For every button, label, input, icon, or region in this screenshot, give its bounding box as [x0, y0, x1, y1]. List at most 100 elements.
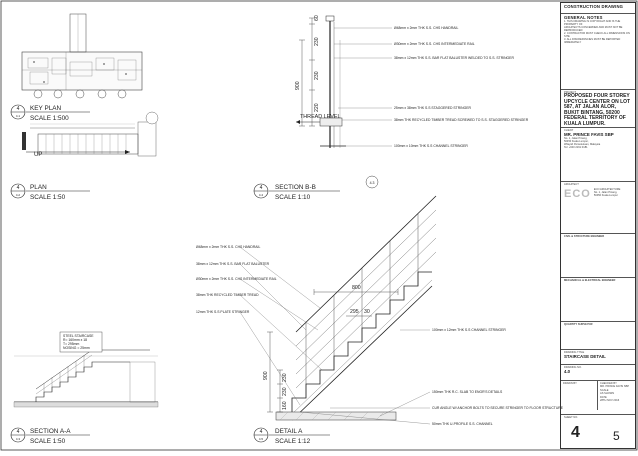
date-label: DATE — [600, 396, 607, 399]
tb-civil: CIVIL & STRUCTURE ENGINEER — [561, 233, 635, 239]
drawing-title-label: DRAWING TITLE — [564, 351, 585, 354]
tb-qs: QUANTITY SURVEYOR — [561, 321, 635, 327]
drawing-no-label: DRAWING NO. — [564, 366, 582, 369]
scale-value: AS SHOWN — [600, 392, 615, 395]
section-bb-num: 4 — [260, 185, 263, 191]
plan-ref: 4.2 — [16, 193, 21, 197]
detail-a-dim: 800 — [352, 285, 361, 291]
sheet-total: 5 — [613, 429, 620, 443]
detail-a-drawing: 4.3 — [239, 175, 437, 425]
client-name: MR. PRINCE FAVIS SBP — [564, 132, 614, 137]
drawing-tag-section-aa — [10, 427, 90, 443]
general-notes-title: GENERAL NOTES — [564, 15, 603, 20]
tb-header-text: CONSTRUCTION DRAWING — [564, 4, 624, 9]
thread-level-label: THREAD LEVEL — [300, 114, 340, 120]
plan-up-label: UP — [34, 152, 42, 158]
drawn-by-label: DRAWN BY — [563, 382, 577, 385]
section-bb-drawing — [296, 15, 392, 148]
detail-a-right-note: CUR ANGLE W/ ANCHOR BOLTS TO SECURE STRI… — [432, 406, 564, 410]
section-aa-title: SECTION A-A — [30, 428, 71, 435]
section-bb-ref: 4.4 — [259, 193, 264, 197]
drawing-tag-plan — [10, 183, 90, 199]
client-detail: 50450 Kuala Lumpur, — [564, 140, 589, 143]
detail-a-right-note: 150mm THK R.C. SLAB TO ENGR'S DETAILS — [432, 390, 503, 394]
section-aa-scale: SCALE 1:50 — [30, 438, 66, 445]
section-aa-num: 4 — [17, 429, 20, 435]
title-block: CONSTRUCTION DRAWING GENERAL NOTES 1. TH… — [560, 2, 636, 449]
bb-dim: 220 — [314, 103, 320, 112]
detail-a-dim: 900 — [263, 371, 269, 380]
plan-num: 4 — [17, 185, 20, 191]
checked-by-label: CHECKED BY — [600, 382, 617, 385]
detail-a-scale: SCALE 1:12 — [275, 438, 311, 445]
plan-drawing — [22, 111, 159, 157]
bb-note: 100mm x 10mm THK S.S CHANNEL STRINGER — [394, 144, 468, 148]
key-plan-num: 4 — [17, 106, 20, 112]
general-note: 1. THIS DRAWING IS COPYRIGHT AND IS THE … — [564, 20, 621, 26]
stair-box-line: T= 295mm — [63, 342, 79, 346]
bb-dim: 60 — [314, 15, 320, 21]
civil-label: CIVIL & STRUCTURE ENGINEER — [564, 235, 605, 238]
section-aa-drawing — [13, 349, 159, 408]
key-plan-ref: 4.1 — [16, 114, 21, 118]
stair-box-line: STEEL STAIRCASE — [63, 334, 94, 338]
general-note: 3. ALL DISCREPANCIES MUST BE REPORTED IM… — [564, 38, 621, 44]
general-note: 2. CONTRACTOR MUST CHECK ALL DIMENSIONS … — [564, 32, 630, 38]
bb-note: 38mm THK RECYCLED TIMBER TREAD SCREWED T… — [394, 118, 529, 122]
detail-a-title: DETAIL A — [275, 428, 303, 435]
key-plan-title: KEY PLAN — [30, 105, 62, 112]
architect-detail: 50450 Kuala Lumpur — [593, 194, 618, 197]
client-detail: No. 1, Jalan Pinang, — [564, 137, 588, 140]
checked-by: MR. PRINCE FAVIS SBP — [600, 385, 630, 388]
architect-logo: ECO — [564, 188, 591, 200]
project-label: PROJECT — [564, 91, 577, 94]
tb-client: CLIENT MR. PRINCE FAVIS SBP No. 1, Jalan… — [561, 127, 635, 150]
detail-a-dim: 295 — [350, 309, 359, 315]
section-aa-ref: 4.3 — [16, 437, 21, 441]
detail-a-ref: 4.5 — [259, 437, 264, 441]
detail-a-right-note: 100mm x 12mm THK S.S CHANNEL STRINGER — [432, 328, 506, 332]
detail-a-left-note: 38mm THK RECYCLED TIMBER TREAD — [196, 293, 259, 297]
section-bb-title: SECTION B-B — [275, 184, 316, 191]
tb-header: CONSTRUCTION DRAWING — [561, 3, 635, 10]
detail-a-dim: 230 — [282, 387, 288, 396]
section-bb-scale: SCALE 1:10 — [275, 194, 311, 201]
detail-a-num: 4 — [260, 429, 263, 435]
key-plan-drawing — [21, 13, 143, 99]
architect-detail: ECO ARCHITECTURE — [593, 188, 621, 191]
detail-a-left-note: Ø30mm x 2mm THK S.S. CHS INTERMEDIATE RA… — [196, 277, 277, 281]
detail-a-dim: 30 — [364, 309, 370, 315]
mech-label: MECHANICAL & ELECTRICAL ENGINEER — [564, 279, 616, 282]
tb-sheet: SHEET NO. 4 5 — [561, 414, 635, 450]
bb-note: 38mm x 12mm THK S.S. BAR FLAT BALUSTER W… — [394, 56, 514, 60]
client-label: CLIENT — [564, 129, 574, 132]
plan-scale: SCALE 1:50 — [30, 194, 66, 201]
tb-mech: MECHANICAL & ELECTRICAL ENGINEER — [561, 277, 635, 283]
detail-a-dim: 230 — [282, 373, 288, 382]
detail-callout: 4.3 — [370, 181, 375, 185]
tb-project: PROJECT PROPOSED FOUR STOREY UPCYCLE CEN… — [561, 89, 635, 129]
bb-note: Ø48mm x 2mm THK S.S. CHS HANDRAIL — [394, 26, 458, 30]
detail-a-dim: 160 — [282, 401, 288, 410]
architect-detail: No. 1, Jalan Pinang, — [593, 191, 618, 194]
drawing-tag-section-bb — [253, 183, 340, 199]
stair-box-line: NOSING = 25mm — [63, 346, 90, 350]
client-detail: Wilayah Persekutuan, Malaysia — [564, 143, 601, 146]
stair-box-line: R= 160mm x 18 — [63, 338, 87, 342]
bb-dim: 230 — [314, 37, 320, 46]
detail-a-right-note: 50mm THK U-PROFILE S.S. CHANNEL — [432, 422, 493, 426]
tb-general-notes: GENERAL NOTES 1. THIS DRAWING IS COPYRIG… — [561, 13, 635, 45]
drawing-title: STAIRCASE DETAIL — [564, 354, 606, 359]
architect-label: ARCHITECT — [564, 183, 579, 186]
detail-a-left-note: 12mm THK S.S PLATE STRINGER — [196, 310, 250, 314]
tb-architect: ARCHITECT ECO ECO ARCHITECTURE No. 1, Ja… — [561, 181, 635, 201]
tb-meta: DRAWN BY CHECKED BY MR. PRINCE FAVIS SBP… — [561, 380, 635, 410]
bb-note: 25mm x 38mm THK S.S STAGGERED STRINGER — [394, 106, 471, 110]
qs-label: QUANTITY SURVEYOR — [564, 323, 593, 326]
general-note: ARCHITECTS CONCERNED AND MUST NOT BE REP… — [564, 26, 623, 32]
date-value: 28TH NOV 2016 — [600, 399, 620, 402]
drawing-tag-detail-a — [253, 427, 330, 443]
tb-drawing-no: DRAWING NO. 4.0 — [561, 364, 635, 375]
